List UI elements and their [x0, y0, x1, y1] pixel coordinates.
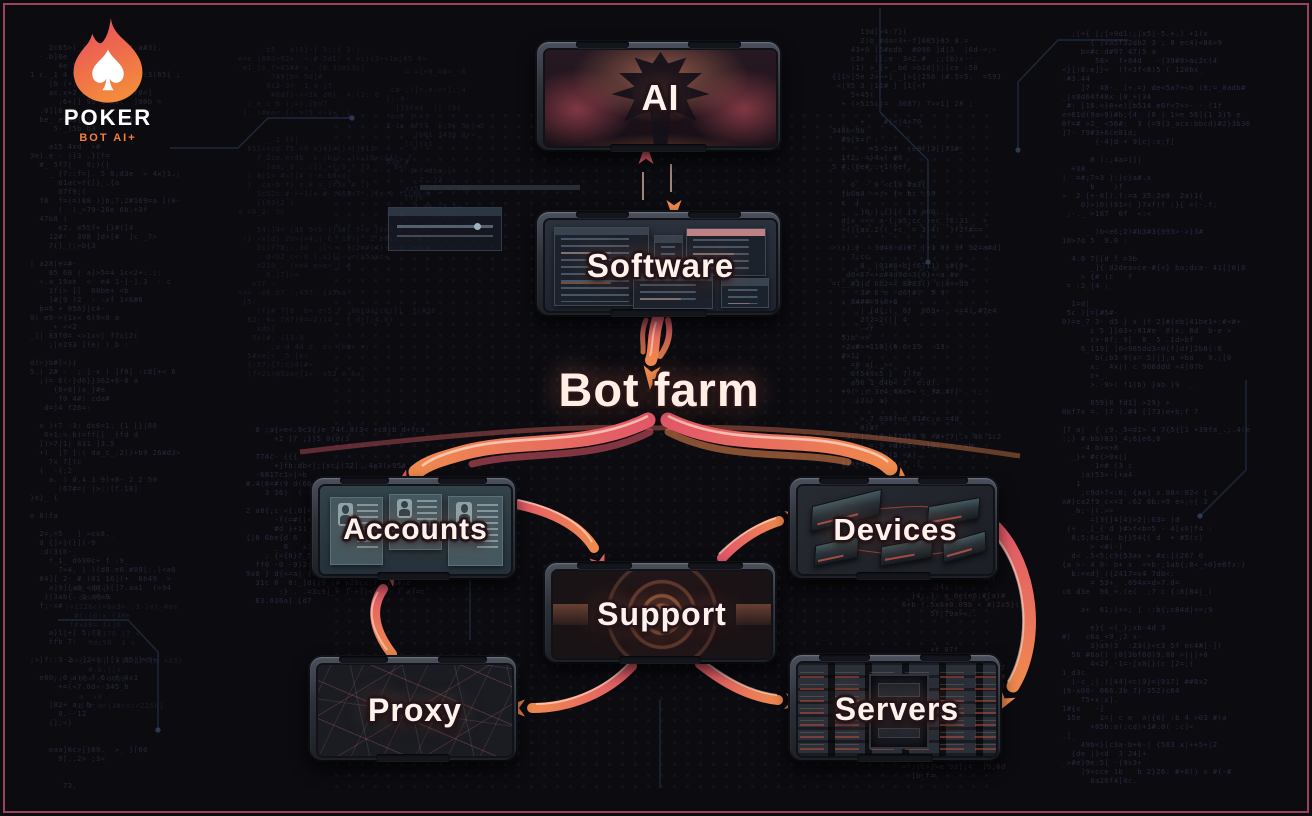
node-proxy: Proxy: [310, 656, 516, 761]
proxy-artwork: [318, 665, 512, 756]
brand-name: POKER: [63, 105, 153, 130]
node-label-support: Support: [597, 596, 727, 632]
node-ai: AI: [537, 41, 780, 151]
brand-tagline: BOT AI+: [79, 132, 137, 144]
node-label-ai: AI: [641, 77, 680, 118]
bg-code-column: 2c65>)_)]6}e7}[].1:a#3}. -.b]0e 4e 53{8-…: [30, 44, 181, 790]
node-servers: Servers: [790, 654, 1000, 761]
node-label-proxy: Proxy: [368, 692, 462, 728]
support-artwork: [553, 571, 771, 658]
bg-code-column: ;[+{ [;[>9d1:;[x5]-5.+.) +1(x { ]xa5f32d…: [1062, 30, 1251, 785]
bg-progress-bar: [420, 185, 580, 190]
software-artwork: [545, 220, 776, 311]
devices-artwork: [798, 486, 993, 574]
node-accounts: Accounts: [312, 477, 515, 579]
node-software: Software: [537, 211, 780, 316]
bg-code-column: : ;#6 :9[[- de:{5=< |=1226c(=bx3+ :3-}e)…: [60, 585, 183, 710]
bot-farm-label: Bot farm: [558, 363, 760, 416]
node-support: Support: [545, 562, 775, 663]
bg-code-column: c5 d(5]-] 3;:{ 3-) e=e |603>92x_ <:# 5d1…: [238, 46, 436, 378]
node-label-accounts: Accounts: [343, 513, 488, 546]
node-label-devices: Devices: [833, 512, 958, 547]
node-devices: Devices: [790, 477, 997, 579]
node-label-software: Software: [586, 246, 735, 284]
bg-window: [388, 207, 502, 251]
flame-spade-icon: [73, 18, 143, 103]
servers-artwork: [798, 663, 996, 756]
node-label-servers: Servers: [834, 691, 960, 727]
brand-logo: POKER BOT AI+: [38, 18, 178, 144]
ai-artwork: [545, 50, 776, 146]
